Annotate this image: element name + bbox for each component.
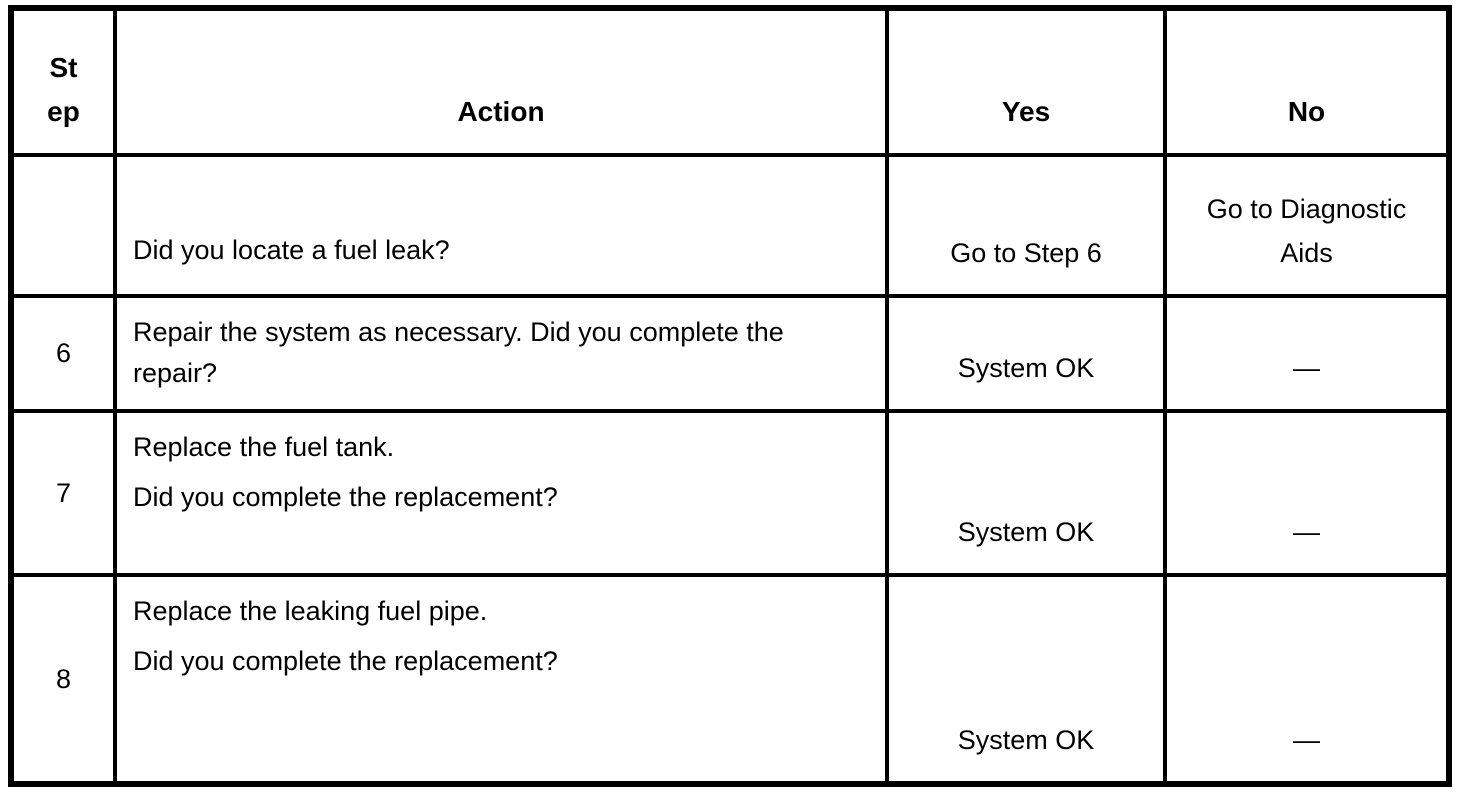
col-header-step-label: Step [47, 52, 80, 127]
table-row-continuation: Did you locate a fuel leak? Go to Step 6… [9, 153, 1451, 298]
table-row-step-7: 7 Replace the fuel tank. Did you complet… [9, 409, 1451, 577]
action-cell: Replace the fuel tank. Did you complete … [113, 409, 889, 577]
col-header-no: No [1163, 6, 1451, 157]
step-cell [9, 153, 117, 298]
step-cell: 8 [9, 573, 117, 786]
yes-cell: System OK [885, 409, 1167, 577]
table-row-step-8: 8 Replace the leaking fuel pipe. Did you… [9, 573, 1451, 786]
table-row-step-6: 6 Repair the system as necessary. Did yo… [9, 294, 1451, 413]
yes-cell: System OK [885, 573, 1167, 786]
yes-cell: System OK [885, 294, 1167, 413]
step-cell: 6 [9, 294, 117, 413]
no-cell: — [1163, 294, 1451, 413]
action-text: Replace the leaking fuel pipe. [133, 596, 488, 626]
no-cell: — [1163, 573, 1451, 786]
col-header-action: Action [113, 6, 889, 157]
action-text: Repair the system as necessary. Did you … [133, 317, 784, 388]
action-text: Did you complete the replacement? [133, 645, 558, 676]
yes-cell: Go to Step 6 [885, 153, 1167, 298]
action-text: Replace the fuel tank. [133, 432, 395, 462]
action-cell: Did you locate a fuel leak? [113, 153, 889, 298]
step-cell: 7 [9, 409, 117, 577]
diagnostic-table: Step Action Yes No Did you locate a fuel… [8, 5, 1452, 787]
action-text: Did you locate a fuel leak? [133, 234, 450, 265]
action-text: Did you complete the replacement? [133, 481, 558, 512]
no-cell: Go to Diagnostic Aids [1163, 153, 1451, 298]
col-header-step: Step [9, 6, 117, 157]
col-header-yes: Yes [885, 6, 1167, 157]
action-cell: Repair the system as necessary. Did you … [113, 294, 889, 413]
table-header-row: Step Action Yes No [9, 6, 1451, 157]
action-cell: Replace the leaking fuel pipe. Did you c… [113, 573, 889, 786]
no-cell: — [1163, 409, 1451, 577]
